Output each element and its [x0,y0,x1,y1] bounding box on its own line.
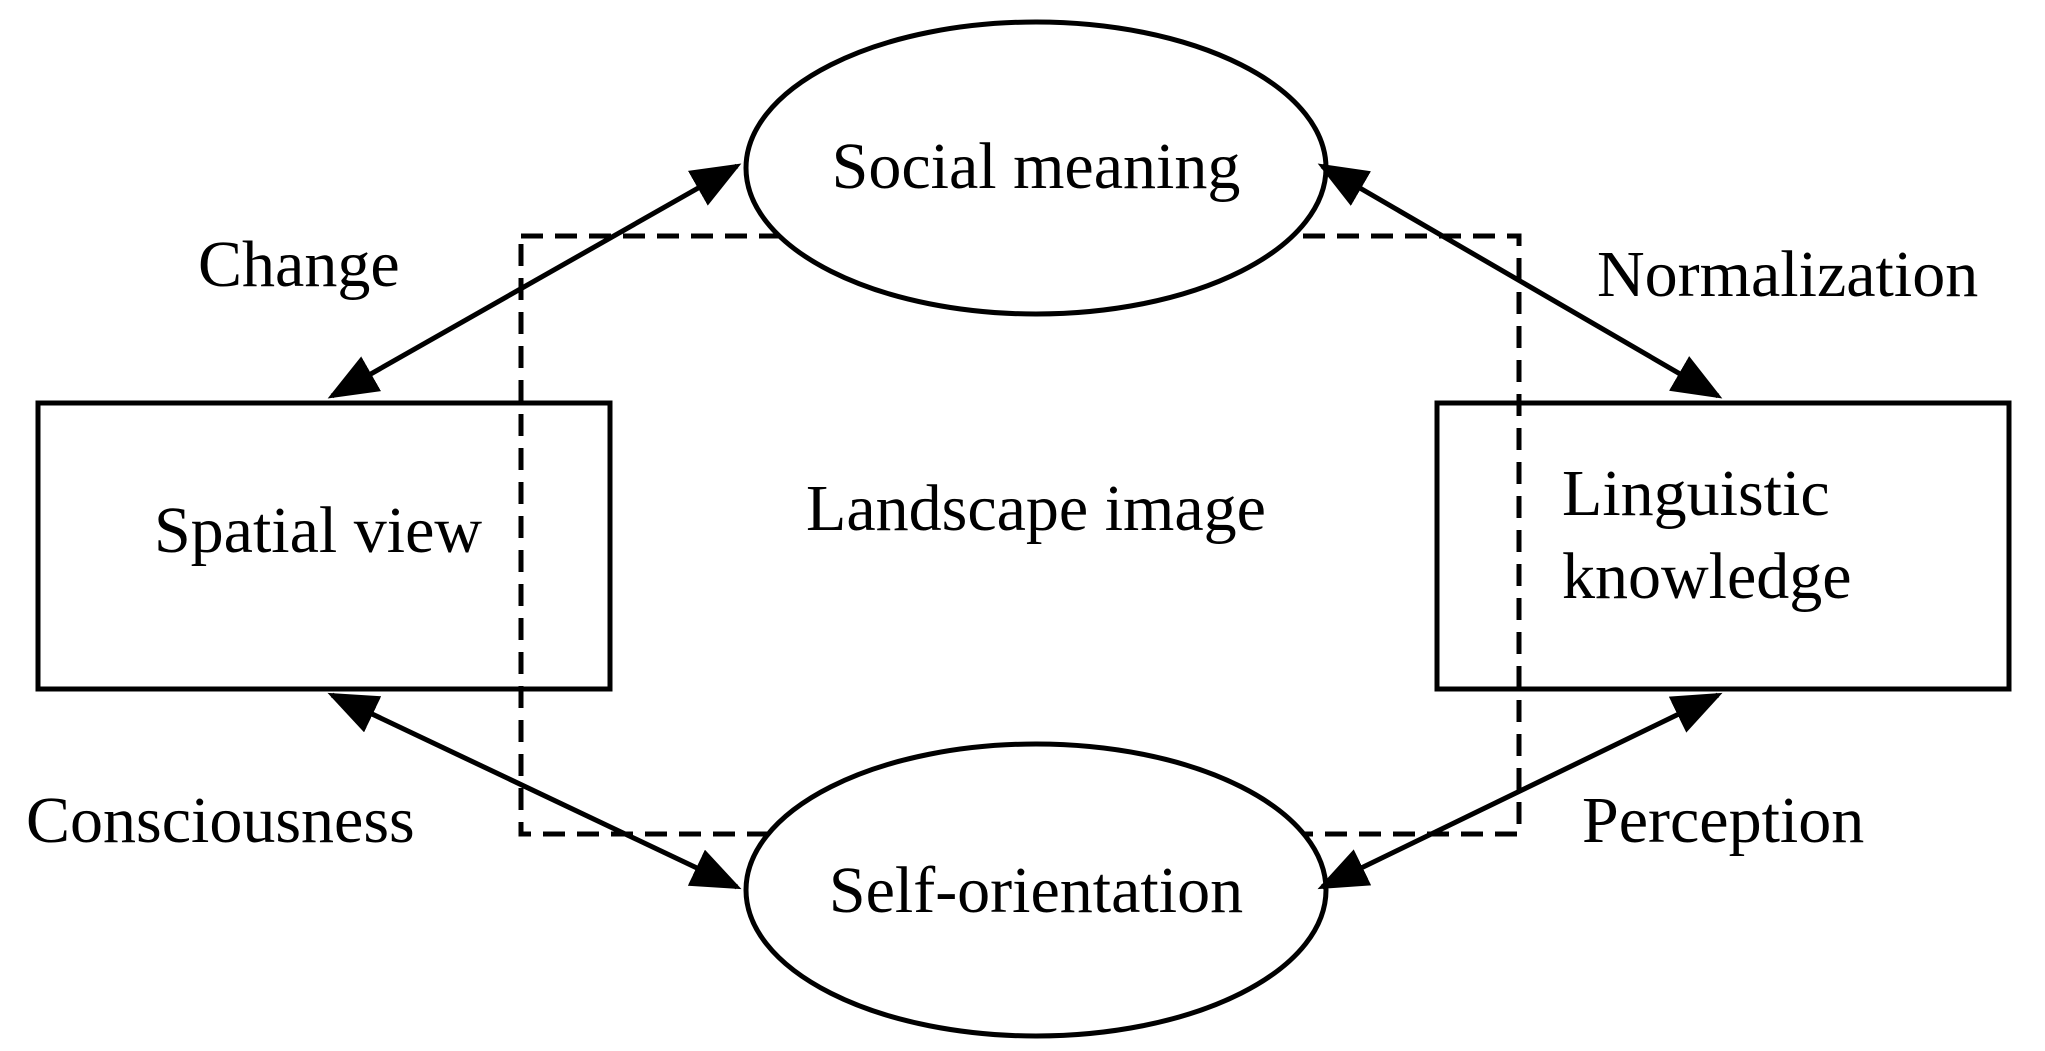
perception-arrow [1317,692,1723,890]
change-label: Change [198,228,400,301]
consciousness-label: Consciousness [26,784,415,857]
spatial-view-label: Spatial view [154,494,482,567]
self-orientation-label: Self-orientation [829,854,1243,927]
social-meaning-label: Social meaning [832,130,1241,203]
perception-label: Perception [1582,784,1864,857]
consciousness-arrow [327,692,742,890]
landscape-image-label: Landscape image [806,472,1266,545]
linguistic-knowledge-box [1434,400,2012,692]
self-orientation-ellipse [743,741,1329,1039]
linguistic-knowledge-label-line1: Linguistic [1562,457,1830,530]
normalization-label: Normalization [1597,238,1978,311]
spatial-view-box [35,400,613,692]
normalization-arrow [1317,163,1723,399]
change-arrow [327,163,742,399]
linguistic-knowledge-label-line2: knowledge [1562,540,1852,613]
